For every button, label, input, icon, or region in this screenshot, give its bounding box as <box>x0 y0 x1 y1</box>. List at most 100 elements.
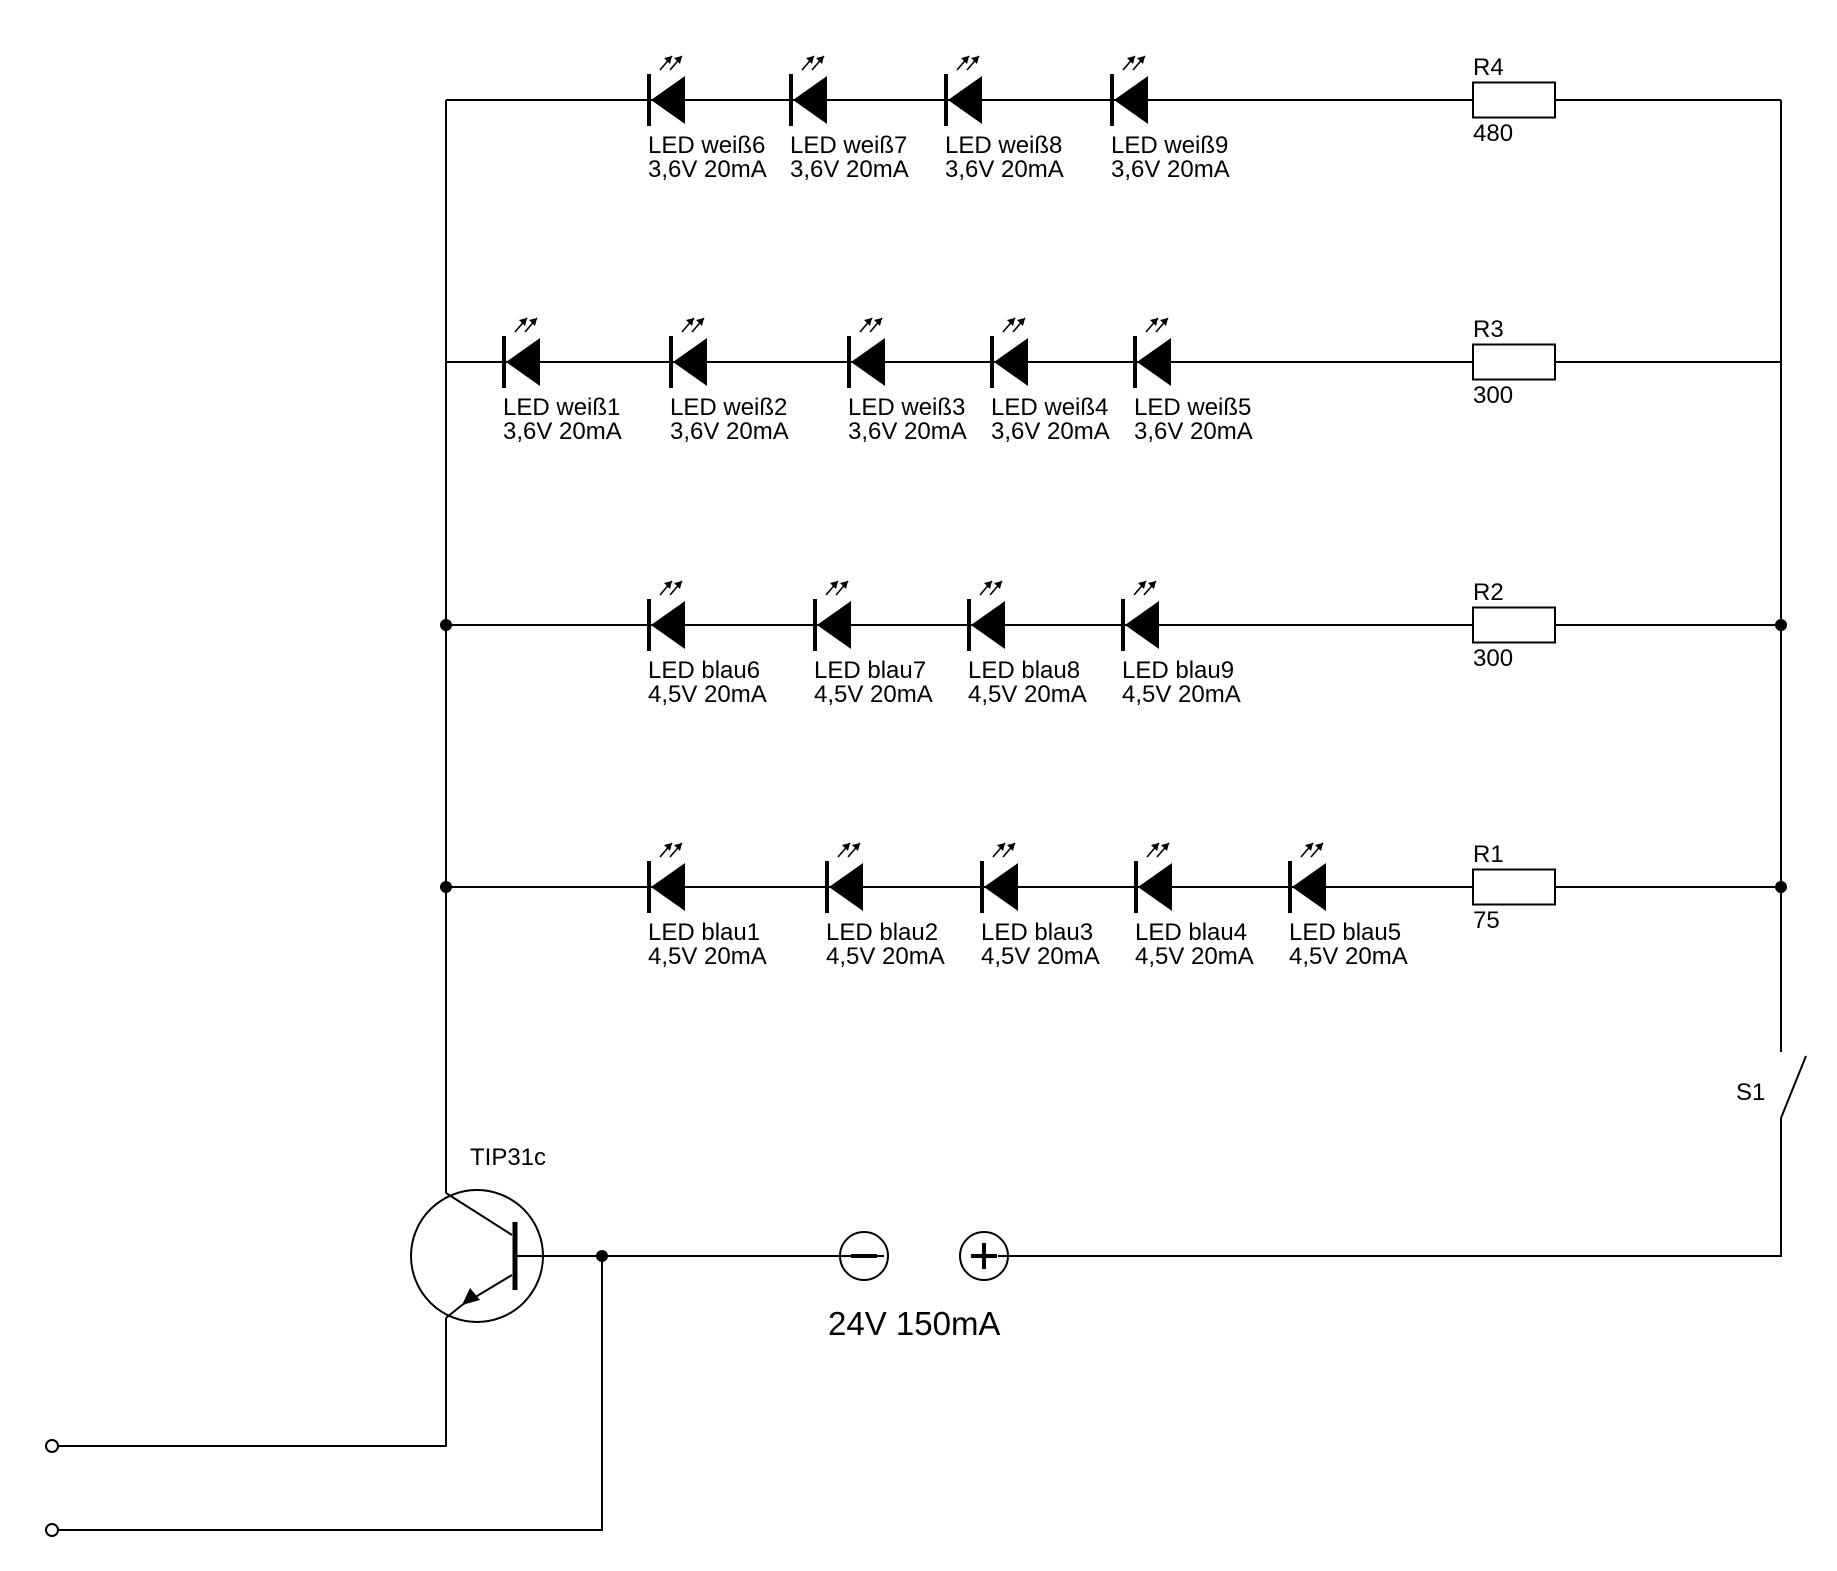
light-emission-arrows-icon <box>956 55 980 71</box>
switch-to-supply-wire <box>998 1118 1782 1257</box>
switch-contact <box>1780 1055 1807 1119</box>
light-emission-arrows-icon <box>1002 317 1026 333</box>
led-spec: 3,6V 20mA <box>503 418 622 445</box>
plus-terminal-icon <box>959 1231 1009 1281</box>
led-name: LED blau1 <box>648 919 760 946</box>
led-spec: 4,5V 20mA <box>968 681 1087 708</box>
led-name: LED weiß5 <box>1134 394 1251 421</box>
led-diode-icon <box>651 76 685 124</box>
input-terminal-1 <box>45 1439 59 1453</box>
resistor-name: R2 <box>1473 579 1504 606</box>
light-emission-arrows-icon <box>979 580 1003 596</box>
transistor-collector <box>445 1192 513 1236</box>
led-name: LED blau2 <box>826 919 938 946</box>
led-diode-icon <box>971 601 1005 649</box>
resistor-name: R3 <box>1473 316 1504 343</box>
led-diode-icon <box>506 338 540 386</box>
led-name: LED weiß2 <box>670 394 787 421</box>
resistor-value: 75 <box>1473 907 1500 934</box>
led-spec: 3,6V 20mA <box>848 418 967 445</box>
led-spec: 3,6V 20mA <box>670 418 789 445</box>
led-diode-icon <box>1292 863 1326 911</box>
light-emission-arrows-icon <box>1133 580 1157 596</box>
led-diode-icon <box>829 863 863 911</box>
power-supply: 24V 150mA <box>828 1231 1009 1342</box>
resistor-value: 480 <box>1473 120 1513 147</box>
led-name: LED blau7 <box>814 657 926 684</box>
led-spec: 4,5V 20mA <box>1122 681 1241 708</box>
light-emission-arrows-icon <box>992 842 1016 858</box>
led-diode-icon <box>1125 601 1159 649</box>
led-spec: 3,6V 20mA <box>1111 156 1230 183</box>
led-name: LED weiß4 <box>991 394 1108 421</box>
light-emission-arrows-icon <box>681 317 705 333</box>
led-diode-icon <box>651 601 685 649</box>
led-diode-icon <box>948 76 982 124</box>
led-spec: 4,5V 20mA <box>1135 943 1254 970</box>
wiring <box>54 100 1782 1531</box>
light-emission-arrows-icon <box>659 580 683 596</box>
led-spec: 4,5V 20mA <box>1289 943 1408 970</box>
junction-dot <box>1775 619 1787 631</box>
input-terminals <box>45 1439 59 1537</box>
led-diode-icon <box>651 863 685 911</box>
transistor-body <box>410 1189 544 1323</box>
junctions <box>440 619 1787 1262</box>
transistor-label: TIP31c <box>470 1144 546 1171</box>
resistor-name: R1 <box>1473 841 1504 868</box>
led-name: LED blau9 <box>1122 657 1234 684</box>
led-spec: 3,6V 20mA <box>648 156 767 183</box>
light-emission-arrows-icon <box>1145 317 1169 333</box>
led-name: LED weiß6 <box>648 132 765 159</box>
led-spec: 3,6V 20mA <box>945 156 1064 183</box>
emitter-arrow-icon <box>462 1288 480 1305</box>
led-name: LED weiß9 <box>1111 132 1228 159</box>
led-diode-icon <box>1137 338 1171 386</box>
led-spec: 4,5V 20mA <box>648 681 767 708</box>
led-name: LED weiß1 <box>503 394 620 421</box>
led-name: LED blau3 <box>981 919 1093 946</box>
led-name: LED blau6 <box>648 657 760 684</box>
led-diode-icon <box>1138 863 1172 911</box>
led-spec: 4,5V 20mA <box>814 681 933 708</box>
led-name: LED weiß8 <box>945 132 1062 159</box>
led-spec: 3,6V 20mA <box>991 418 1110 445</box>
junction-dot <box>1775 881 1787 893</box>
resistor-value: 300 <box>1473 645 1513 672</box>
resistor-name: R4 <box>1473 54 1504 81</box>
junction-dot <box>440 881 452 893</box>
junction-dot <box>596 1250 608 1262</box>
led-diode-icon <box>1114 76 1148 124</box>
emitter-to-input-wire <box>54 1318 447 1447</box>
light-emission-arrows-icon <box>801 55 825 71</box>
input-terminal-2 <box>45 1523 59 1537</box>
light-emission-arrows-icon <box>1300 842 1324 858</box>
resistor <box>1472 81 1556 119</box>
light-emission-arrows-icon <box>1122 55 1146 71</box>
supply-label: 24V 150mA <box>828 1305 1000 1342</box>
resistor <box>1472 606 1556 644</box>
led-diode-icon <box>851 338 885 386</box>
light-emission-arrows-icon <box>837 842 861 858</box>
led-spec: 4,5V 20mA <box>826 943 945 970</box>
resistor <box>1472 343 1556 381</box>
led-spec: 4,5V 20mA <box>648 943 767 970</box>
resistor-value: 300 <box>1473 382 1513 409</box>
led-spec: 3,6V 20mA <box>790 156 909 183</box>
led-diode-icon <box>793 76 827 124</box>
led-name: LED blau8 <box>968 657 1080 684</box>
switch-s1: S1 <box>1736 1055 1807 1119</box>
